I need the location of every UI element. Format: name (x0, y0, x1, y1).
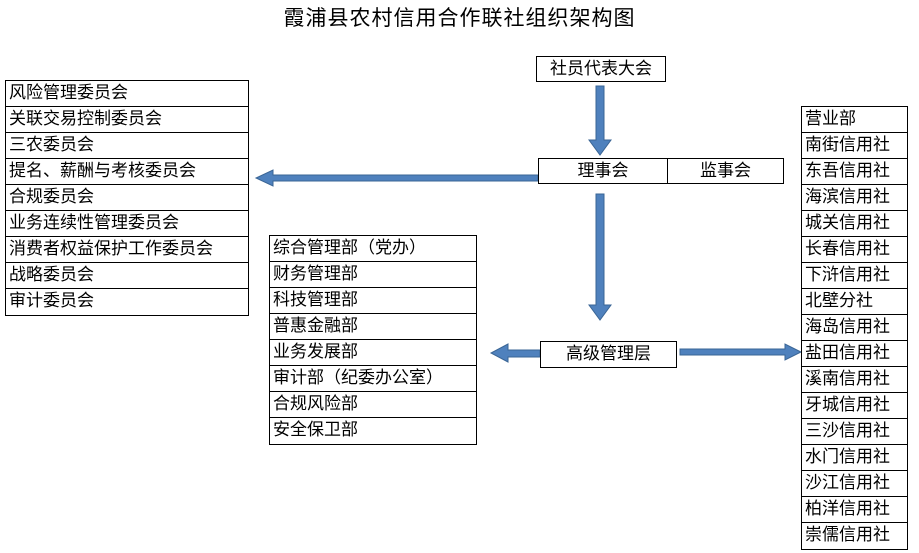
branch-item: 下浒信用社 (802, 263, 907, 289)
branch-item: 东吾信用社 (802, 159, 907, 185)
committee-item: 业务连续性管理委员会 (6, 211, 248, 237)
branch-item: 水门信用社 (802, 445, 907, 471)
branch-item: 南街信用社 (802, 133, 907, 159)
department-item: 财务管理部 (270, 262, 476, 288)
committee-item: 提名、薪酬与考核委员会 (6, 159, 248, 185)
branch-item: 长春信用社 (802, 237, 907, 263)
chart-title: 霞浦县农村信用合作联社组织架构图 (283, 6, 636, 30)
arrow-assembly-to-board (588, 85, 612, 156)
department-item: 科技管理部 (270, 288, 476, 314)
department-item: 合规风险部 (270, 392, 476, 418)
branch-item: 营业部 (802, 107, 907, 133)
committee-item: 关联交易控制委员会 (6, 107, 248, 133)
branch-item: 盐田信用社 (802, 341, 907, 367)
committee-item: 消费者权益保护工作委员会 (6, 237, 248, 263)
branch-item: 溪南信用社 (802, 367, 907, 393)
committees-list: 风险管理委员会关联交易控制委员会三农委员会提名、薪酬与考核委员会合规委员会业务连… (5, 80, 249, 316)
branch-item: 海滨信用社 (802, 185, 907, 211)
committee-item: 合规委员会 (6, 185, 248, 211)
assembly-node: 社员代表大会 (536, 56, 666, 82)
department-item: 业务发展部 (270, 340, 476, 366)
branch-item: 北壁分社 (802, 289, 907, 315)
branch-item: 城关信用社 (802, 211, 907, 237)
branch-item: 海岛信用社 (802, 315, 907, 341)
departments-list: 综合管理部（党办）财务管理部科技管理部普惠金融部业务发展部审计部（纪委办公室）合… (269, 235, 477, 445)
branch-item: 崇儒信用社 (805, 525, 890, 545)
supervisors-node: 监事会 (667, 158, 784, 184)
arrow-management-to-branches (679, 343, 803, 361)
department-item: 普惠金融部 (270, 314, 476, 340)
department-item: 审计部（纪委办公室） (270, 366, 476, 392)
board-node: 理事会 (538, 158, 668, 184)
committee-item: 战略委员会 (6, 263, 248, 289)
branch-item: 沙江信用社 (802, 471, 907, 497)
management-node: 高级管理层 (540, 341, 677, 368)
branch-item: 柏洋信用社 (802, 497, 907, 523)
branch-item: 牙城信用社 (802, 393, 907, 419)
arrow-management-to-departments (489, 343, 541, 363)
committee-item: 审计委员会 (9, 291, 94, 311)
committee-item: 风险管理委员会 (6, 81, 248, 107)
department-item: 安全保卫部 (273, 420, 358, 440)
arrow-board-to-committees (254, 169, 539, 187)
branches-list: 营业部南街信用社东吾信用社海滨信用社城关信用社长春信用社下浒信用社北壁分社海岛信… (801, 106, 908, 550)
committee-item: 三农委员会 (6, 133, 248, 159)
department-item: 综合管理部（党办） (270, 236, 476, 262)
branch-item: 三沙信用社 (802, 419, 907, 445)
arrow-board-to-management (588, 193, 612, 321)
